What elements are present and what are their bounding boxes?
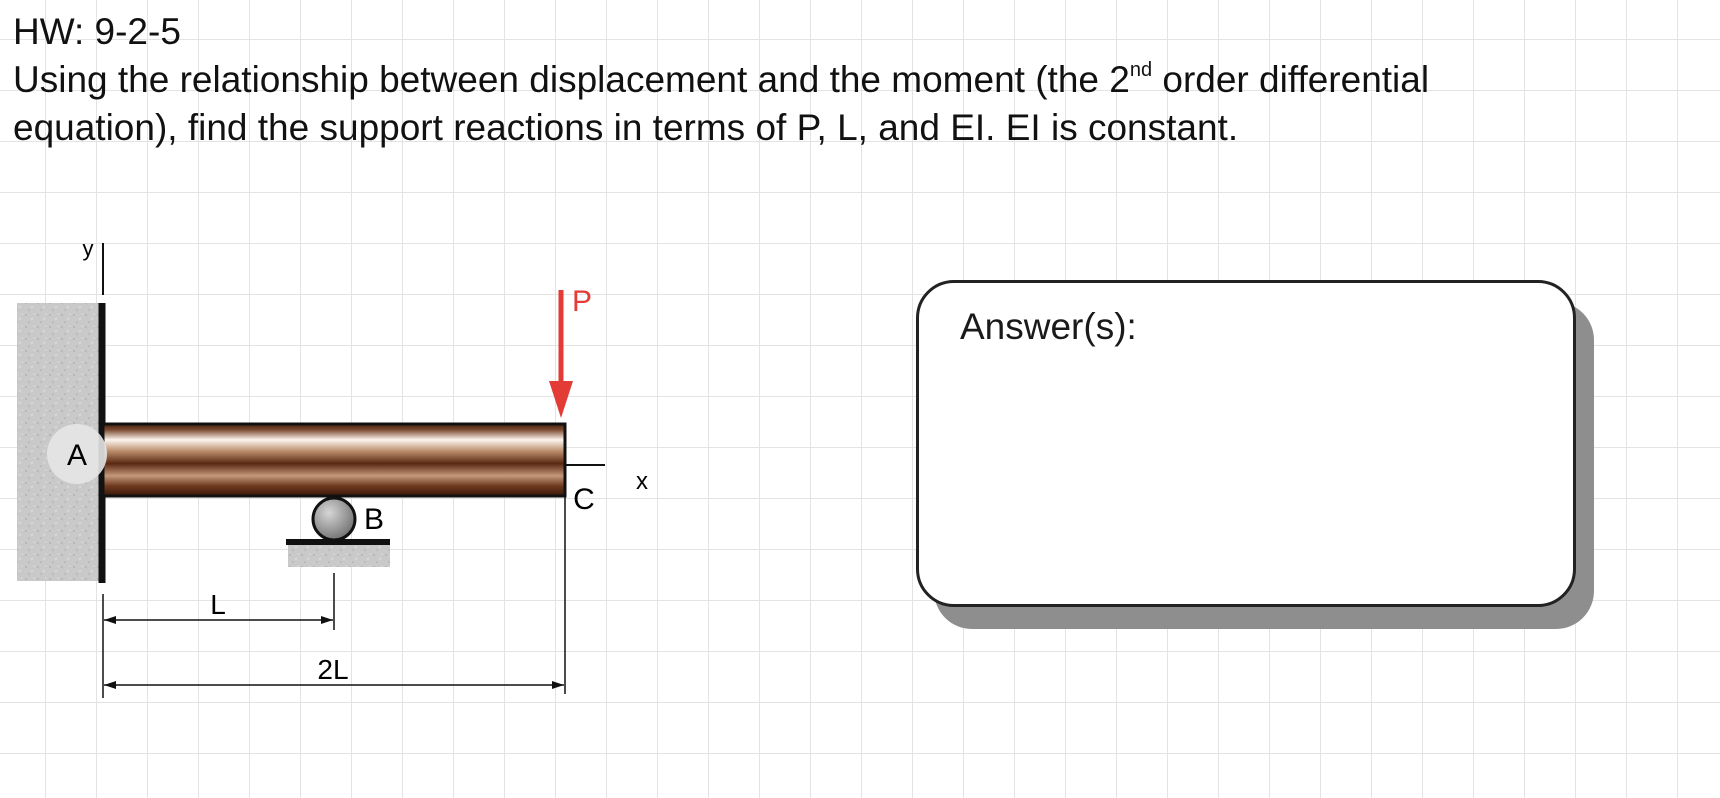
problem-text-line-1-end: order differential bbox=[1152, 59, 1430, 100]
point-a-label: A bbox=[67, 439, 87, 472]
point-c-label: C bbox=[573, 483, 595, 516]
answer-box[interactable]: Answer(s): bbox=[916, 280, 1576, 607]
load-label: P bbox=[572, 285, 592, 318]
point-a-marker bbox=[47, 424, 107, 484]
roller-ground bbox=[288, 545, 390, 567]
x-axis-label: x bbox=[636, 468, 648, 495]
y-axis-label: y bbox=[83, 236, 94, 261]
roller-b bbox=[311, 496, 357, 542]
answer-label: Answer(s): bbox=[960, 306, 1137, 347]
load-arrow-head bbox=[549, 381, 573, 418]
problem-text-line-2: equation), find the support reactions in… bbox=[13, 107, 1239, 148]
dim-short-label: L bbox=[210, 589, 226, 620]
point-b-label: B bbox=[364, 503, 384, 536]
beam bbox=[101, 422, 567, 498]
problem-text-line-1-start: Using the relationship between displacem… bbox=[13, 59, 1130, 100]
problem-text-line-1: Using the relationship between displacem… bbox=[13, 56, 1703, 104]
ordinal-superscript: nd bbox=[1129, 58, 1153, 81]
problem-statement: HW: 9-2-5 Using the relationship between… bbox=[13, 8, 1703, 152]
problem-id: HW: 9-2-5 bbox=[13, 11, 181, 52]
dim-long-label: 2L bbox=[317, 654, 348, 685]
